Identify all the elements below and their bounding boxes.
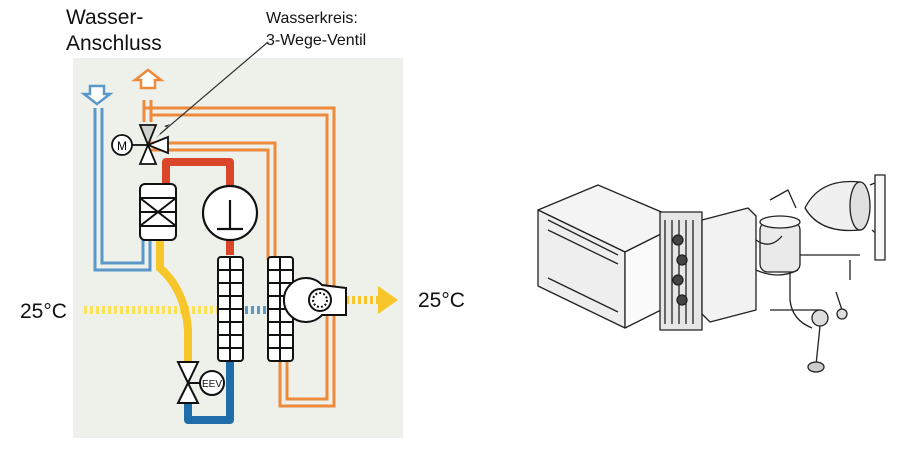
- unit-tank: [804, 174, 886, 261]
- arrow-down-icon: [80, 84, 114, 106]
- fan-icon: [282, 277, 347, 323]
- motor-icon: M: [111, 134, 148, 156]
- motor-symbol: M: [117, 139, 127, 153]
- air-outlet-flow: [346, 286, 398, 314]
- water-inlet-pipe: [93, 108, 152, 272]
- water-connection-line2: Anschluss: [66, 32, 162, 55]
- circuit-schematic: M: [73, 41, 403, 438]
- unit-coil: [659, 211, 703, 331]
- refrigerant-cold-line: [184, 360, 234, 424]
- water-outlet-pipe: [142, 100, 336, 408]
- heat-exchanger-icon: [139, 183, 177, 241]
- unit-pipes: [755, 189, 860, 373]
- water-coil-icon: [267, 256, 294, 362]
- valve-callout: Wasserkreis: 3-Wege-Ventil: [266, 8, 366, 52]
- compressor-icon: [201, 184, 259, 242]
- unit-header-box: [701, 207, 757, 323]
- air-outlet-temperature: 25°C: [418, 289, 465, 312]
- callout-pointer: [156, 41, 269, 138]
- callout-line1: Wasserkreis:: [266, 10, 358, 27]
- eev-symbol: EEV: [202, 379, 222, 390]
- callout-line2: 3-Wege-Ventil: [266, 32, 367, 49]
- unit-compressor: [759, 215, 801, 273]
- air-outlet-arrow: [378, 286, 398, 314]
- three-way-valve-icon: [138, 124, 169, 165]
- refrigerant-coil-icon: [217, 256, 244, 362]
- water-connection-line1: Wasser-: [66, 6, 144, 29]
- refrigerant-liquid-line: [156, 240, 192, 372]
- expansion-valve-icon: EEV: [176, 361, 225, 404]
- fan-coil-unit-drawing: [537, 174, 886, 373]
- arrow-up-icon: [131, 68, 165, 90]
- air-inlet-temperature: 25°C: [20, 300, 67, 323]
- water-connection-label: Wasser- Anschluss: [66, 5, 162, 57]
- schematic-panel: [73, 58, 403, 438]
